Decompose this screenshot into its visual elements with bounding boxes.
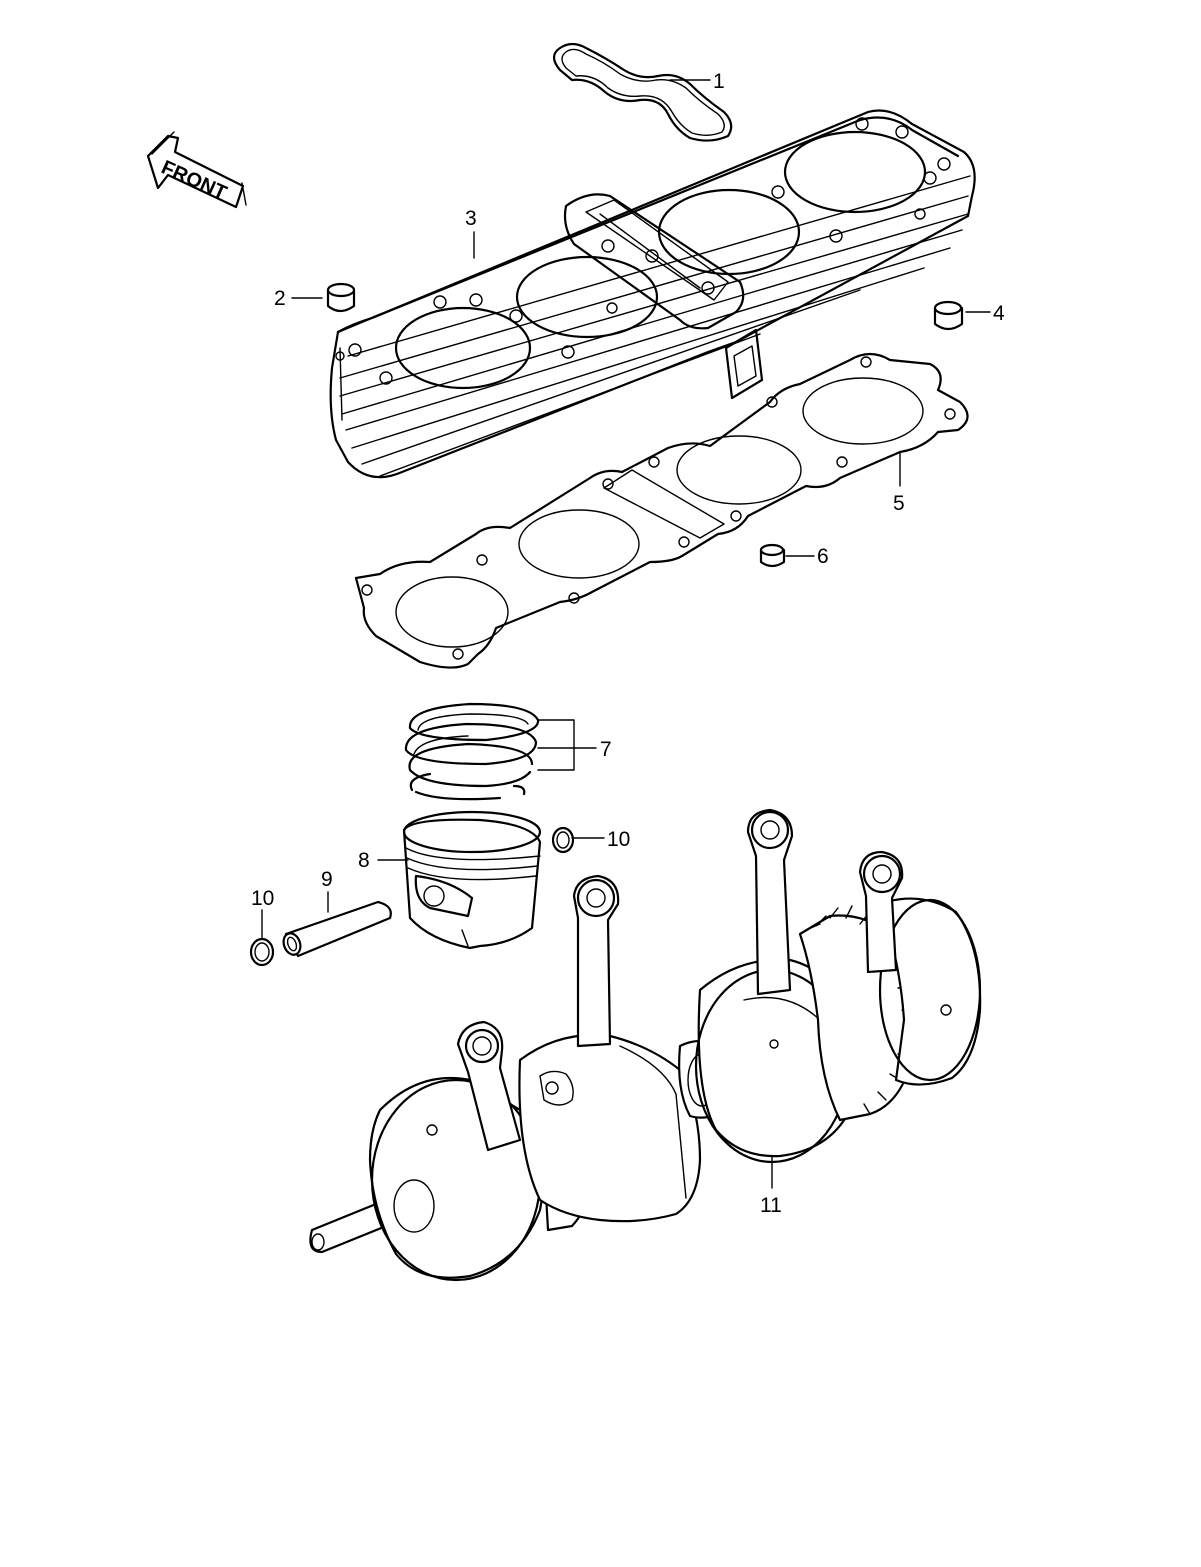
callout-9: 9 <box>321 868 333 891</box>
dowel-pin-2 <box>326 282 356 313</box>
dowel-pin-6 <box>759 543 786 568</box>
cylinder-base-gasket <box>354 352 969 669</box>
callout-1: 1 <box>713 70 725 93</box>
callout-3: 3 <box>465 207 477 230</box>
callout-4: 4 <box>993 302 1005 325</box>
dowel-pin-4 <box>933 300 964 331</box>
head-cover-gasket <box>552 42 733 142</box>
piston <box>402 810 542 950</box>
callout-10-left: 10 <box>251 887 274 910</box>
callout-8: 8 <box>358 849 370 872</box>
leader-lines <box>261 79 991 1189</box>
front-arrow: FRONT <box>146 131 247 209</box>
circlip-right <box>551 826 575 854</box>
callout-11: 11 <box>760 1194 782 1217</box>
piston-pin <box>282 900 392 958</box>
callout-10-right: 10 <box>607 828 630 851</box>
callout-6: 6 <box>817 545 829 568</box>
crankshaft <box>309 808 982 1282</box>
callout-7: 7 <box>600 738 612 761</box>
cylinder-block <box>329 109 976 479</box>
piston-rings <box>404 702 540 801</box>
circlip-left <box>249 937 275 967</box>
callout-2: 2 <box>274 287 286 310</box>
callout-5: 5 <box>893 492 905 515</box>
